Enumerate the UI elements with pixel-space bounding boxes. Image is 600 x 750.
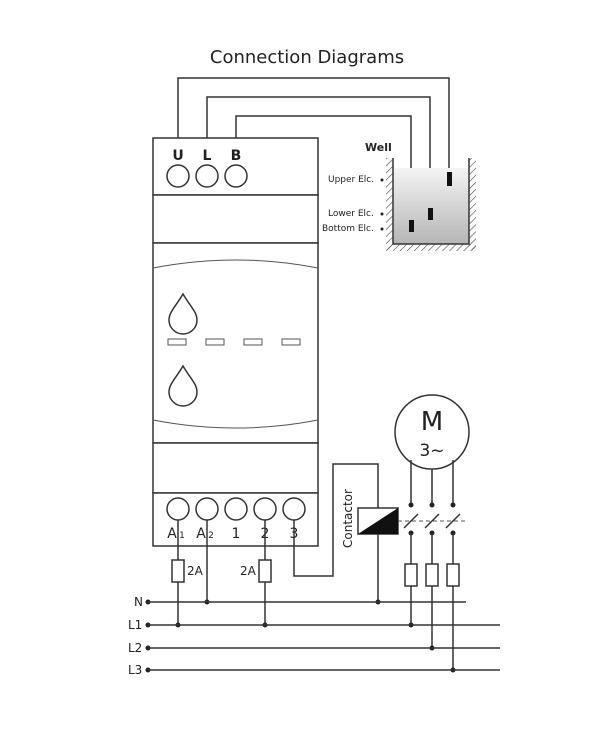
terminal-sub-a2: 2 xyxy=(208,531,214,541)
terminal-sub-a1: 1 xyxy=(179,531,185,541)
line-label-l1: L1 xyxy=(128,618,142,632)
bottom-electrode xyxy=(409,220,414,232)
fuse-2 xyxy=(258,559,272,583)
motor-fuse xyxy=(446,563,460,587)
supply-wiring: 2A 2A xyxy=(171,520,381,628)
motor: M 3~ xyxy=(394,394,470,470)
fuse-a1-label: 2A xyxy=(187,564,204,578)
lower-electrode xyxy=(428,208,433,220)
terminal-label-1: 1 xyxy=(232,526,241,542)
motor-fuse xyxy=(404,563,418,587)
terminal-label-l: L xyxy=(203,148,212,164)
contactor: Contactor xyxy=(293,463,468,602)
lower-electrode-label: Lower Elc. xyxy=(328,209,374,219)
terminal-label-u: U xyxy=(172,148,183,164)
motor-leads xyxy=(403,460,461,673)
line-label-n: N xyxy=(134,595,143,609)
motor-letter: M xyxy=(421,407,443,437)
upper-electrode-label: Upper Elc. xyxy=(328,175,374,185)
led-indicator xyxy=(167,338,187,346)
motor-fuse xyxy=(425,563,439,587)
terminal-screw-b[interactable] xyxy=(224,164,248,188)
top-terminals: U L B xyxy=(166,148,248,188)
line-label-l2: L2 xyxy=(128,641,142,655)
led-indicator xyxy=(243,338,263,346)
well-title: Well xyxy=(365,141,392,154)
upper-knob-icon[interactable] xyxy=(168,292,198,335)
well-water xyxy=(393,168,469,244)
contactor-label: Contactor xyxy=(341,489,355,548)
terminal-label-b: B xyxy=(231,148,242,164)
motor-phase: 3~ xyxy=(419,441,444,461)
led-indicator xyxy=(281,338,301,346)
power-lines: N L1 L2 L3 xyxy=(128,595,500,677)
led-indicator xyxy=(205,338,225,346)
lower-knob-icon[interactable] xyxy=(168,364,198,407)
terminal-screw-1[interactable] xyxy=(224,497,248,521)
line-label-l3: L3 xyxy=(128,663,142,677)
fuse-a1 xyxy=(171,559,185,583)
terminal-screw-l[interactable] xyxy=(195,164,219,188)
relay-device xyxy=(152,137,319,547)
terminal-label-a2: A xyxy=(196,526,206,542)
upper-electrode xyxy=(447,172,452,186)
well: Well Upper Elc. Lower Elc. Bottom Elc. xyxy=(322,141,476,251)
terminal-screw-u[interactable] xyxy=(166,164,190,188)
fuse-2-label: 2A xyxy=(240,564,257,578)
terminal-label-a1: A xyxy=(167,526,177,542)
bottom-electrode-label: Bottom Elc. xyxy=(322,224,374,234)
diagram-title: Connection Diagrams xyxy=(210,47,404,68)
